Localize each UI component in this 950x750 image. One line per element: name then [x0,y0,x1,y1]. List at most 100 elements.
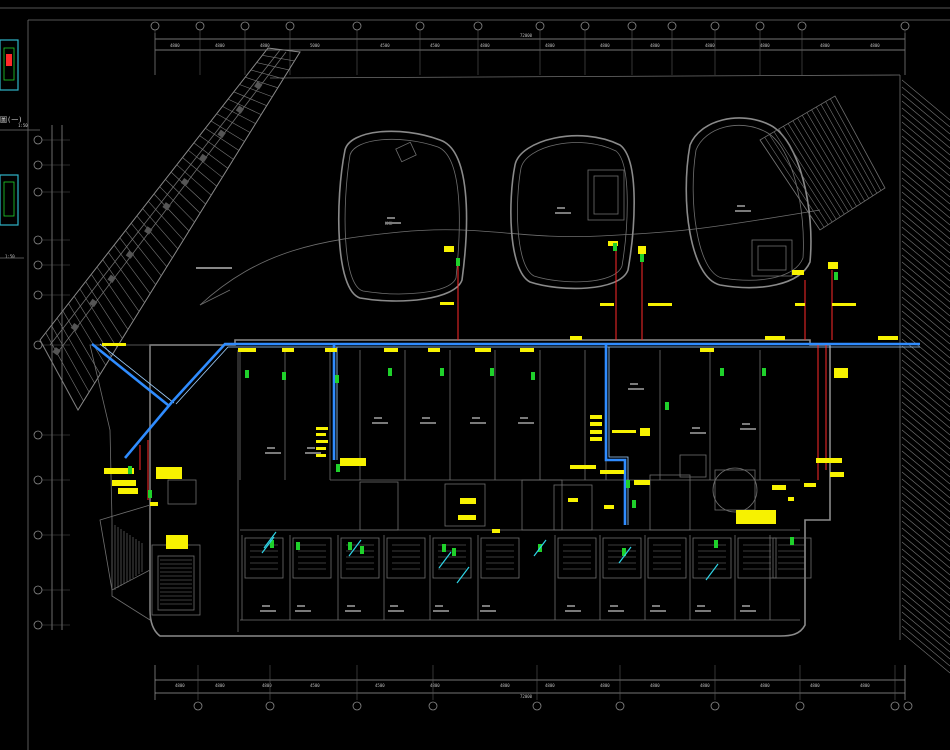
axis-bubble [33,530,43,540]
equipment-tag [156,467,182,479]
equipment-tag [444,246,454,252]
axis-bubble [797,21,807,31]
equipment-marker [452,548,456,556]
axis-bubble [415,21,425,31]
axis-bubble [710,701,720,711]
equipment-tag [638,246,646,254]
equipment-tag [316,454,326,457]
equipment-tag [112,480,136,486]
svg-text:4500: 4500 [375,683,385,688]
axis-bubble [532,701,542,711]
equipment-tag [590,415,602,419]
equipment-marker [335,375,339,383]
svg-text:4800: 4800 [262,683,272,688]
left-axis-bubbles [33,135,70,630]
svg-text:4800: 4800 [600,43,610,48]
ramp-hatch [39,55,295,411]
axis-bubble [473,21,483,31]
svg-text:4800: 4800 [215,43,225,48]
pod-room-3 [685,117,812,289]
equipment-tag [568,498,578,502]
equipment-tag [475,348,491,352]
equipment-marker [440,368,444,376]
axis-bubble [615,701,625,711]
axis-bubble [890,701,900,711]
equipment-tag [795,303,805,306]
legend-scale-1: 1:50 [18,123,28,128]
axis-bubble [352,701,362,711]
equipment-tag [834,368,848,378]
axis-bubble [755,21,765,31]
axis-bubble [428,701,438,711]
equipment-tag [590,430,602,434]
equipment-tag [428,348,440,352]
svg-text:4800: 4800 [760,683,770,688]
equipment-marker [834,272,838,280]
equipment-tag [600,470,624,474]
equipment-tag [878,336,898,340]
axis-bubble [33,585,43,595]
axis-bubble [580,21,590,31]
equipment-tag [166,535,188,549]
equipment-marker [282,372,286,380]
axis-bubble [193,701,203,711]
top-axis-bubbles [150,21,910,75]
right-hatch-lines [901,79,950,674]
equipment-marker [442,544,446,552]
equipment-tag [104,468,134,474]
equipment-tag [792,270,804,275]
axis-bubble [33,430,43,440]
legend-scale-2: 1:50 [5,254,15,259]
svg-text:5000: 5000 [310,43,320,48]
svg-text:4800: 4800 [760,43,770,48]
equipment-tag [316,427,328,430]
svg-text:4800: 4800 [650,43,660,48]
equipment-tag [102,343,126,346]
svg-text:4800: 4800 [860,683,870,688]
axis-bubble [33,340,43,350]
equipment-tag [640,428,650,436]
svg-text:4800: 4800 [215,683,225,688]
svg-text:4500: 4500 [310,683,320,688]
svg-text:4800: 4800 [700,683,710,688]
pod-room-2 [510,134,635,290]
axis-bubble [285,21,295,31]
equipment-tag [460,498,476,504]
svg-text:72000: 72000 [520,33,533,38]
equipment-tag [340,458,366,466]
equipment-marker [348,542,352,550]
axis-bubble [33,160,43,170]
equipment-tag [316,440,328,443]
equipment-tag [816,458,842,463]
equipment-marker [148,490,152,498]
axis-bubble [667,21,677,31]
svg-text:4800: 4800 [480,43,490,48]
equipment-marker [762,368,766,376]
svg-text:72000: 72000 [520,694,533,699]
equipment-marker [531,372,535,380]
equipment-marker [622,548,626,556]
equipment-marker [490,368,494,376]
equipment-tag [118,488,138,494]
svg-text:4800: 4800 [810,683,820,688]
legend-details: 圖(一) 1:50 1:50 [0,39,40,259]
svg-text:4800: 4800 [175,683,185,688]
equipment-marker [714,540,718,548]
bottom-axis-bubbles [193,665,913,711]
equipment-tag [150,502,158,506]
wing-stair-hatch [114,525,192,605]
axis-bubble [795,701,805,711]
equipment-tag [830,472,844,477]
axis-bubble [33,260,43,270]
axis-bubble [33,620,43,630]
equipment-tag [788,497,794,501]
equipment-marker [720,368,724,376]
axis-bubble [535,21,545,31]
equipment-tag [316,447,326,450]
angled-wing [89,344,201,621]
equipment-tag [238,348,256,352]
equipment-marker [245,370,249,378]
riser-lines [139,250,833,500]
